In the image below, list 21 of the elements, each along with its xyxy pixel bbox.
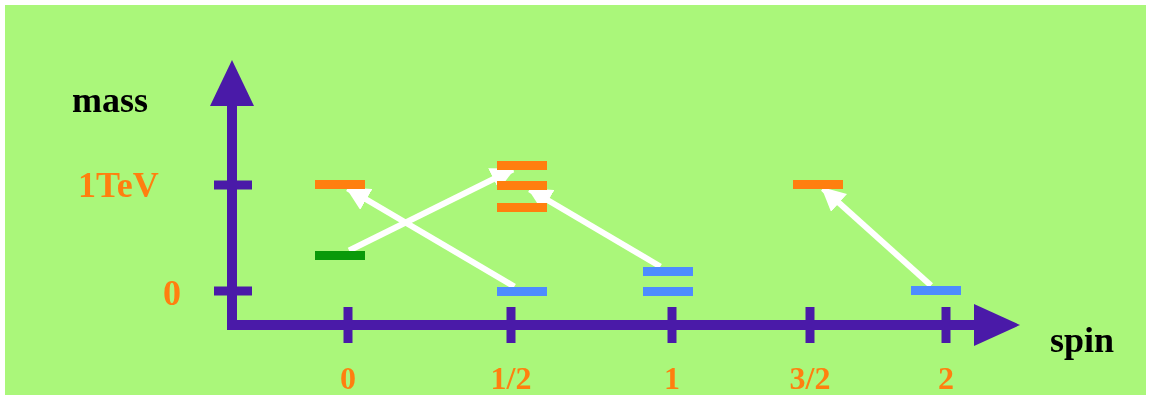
level-bar [793,179,843,189]
level-bar [497,202,547,212]
tick-label: 2 [938,362,954,394]
axis-label: mass [72,82,148,118]
tick-label: 0 [340,362,356,394]
level-bar [315,179,365,189]
tick-label: 3/2 [789,362,831,394]
tick-label: 0 [163,275,181,311]
level-bar [643,286,693,296]
tick-label: 1TeV [78,167,159,203]
tick-label: 1 [664,362,680,394]
level-bar [643,266,693,276]
axis-label: spin [1050,322,1115,358]
level-bar [315,250,365,260]
level-bar [497,160,547,170]
level-bar [497,286,547,296]
tick-label: 1/2 [490,362,532,394]
level-bar [497,180,547,190]
arrow [347,166,516,254]
level-bar [911,285,961,295]
arrow [821,186,933,288]
